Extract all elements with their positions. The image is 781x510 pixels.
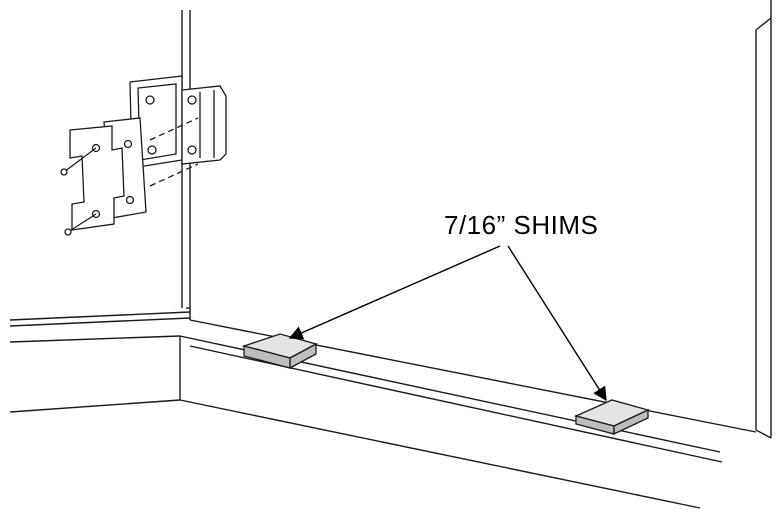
left-counter-edge (9, 311, 191, 413)
shim-right-icon (574, 399, 650, 436)
arrow-to-right-shim (507, 245, 607, 402)
hinge-assembly-icon (60, 75, 227, 236)
cabinet-floor (189, 308, 757, 433)
arrow-to-left-shim (288, 245, 501, 340)
shims-callout-label: 7/16” SHIMS (444, 210, 599, 240)
cabinet-right-edge (755, 0, 772, 439)
callout-arrows (288, 245, 607, 402)
shim-left-icon (241, 333, 318, 370)
